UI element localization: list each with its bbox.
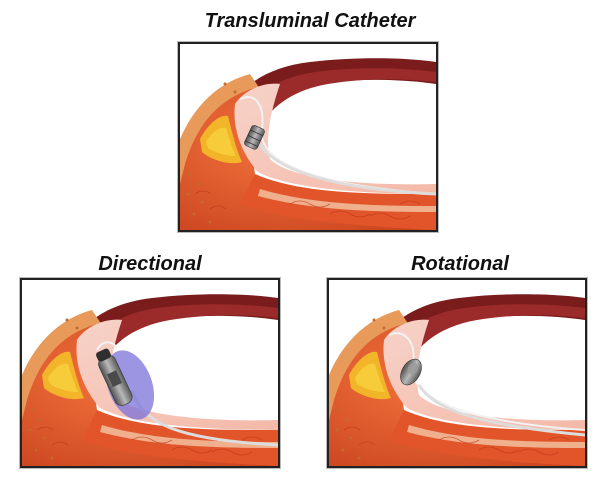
title-transluminal-catheter: Transluminal Catheter <box>204 10 416 32</box>
transluminal-catheter-illustration <box>180 44 436 230</box>
rotational-atherectomy-illustration <box>329 280 585 466</box>
title-rotational: Rotational <box>411 253 509 275</box>
directional-atherectomy-illustration <box>22 280 278 466</box>
rotational-panel <box>327 278 587 468</box>
directional-panel <box>20 278 280 468</box>
transluminal-catheter-panel <box>178 42 438 232</box>
title-directional: Directional <box>98 253 202 275</box>
